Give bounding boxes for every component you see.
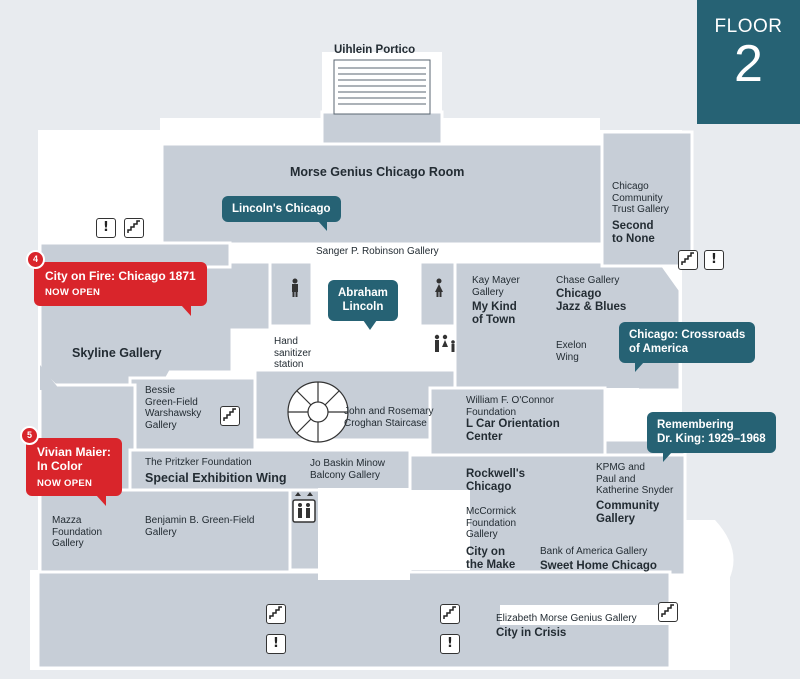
featured-number-5: 5	[20, 426, 39, 445]
floor-word: FLOOR	[714, 16, 783, 37]
featured-city-on-fire[interactable]: City on Fire: Chicago 1871 NOW OPEN	[34, 262, 207, 316]
elevator-icon	[292, 492, 316, 523]
label-morse-genius-gallery: Elizabeth Morse Genius Gallery	[496, 613, 637, 624]
special-exhibition-wing	[128, 448, 412, 494]
info-icon: !	[440, 634, 460, 654]
label-uihlein-portico: Uihlein Portico	[334, 44, 416, 56]
info-icon: !	[266, 634, 286, 654]
label-skyline-gallery: Skyline Gallery	[72, 346, 162, 360]
staircase-area	[253, 368, 457, 442]
featured-vivian-maier[interactable]: Vivian Maier: In Color NOW OPEN	[26, 438, 122, 507]
morse-genius-room	[160, 142, 604, 246]
stairs-icon	[220, 406, 240, 426]
callout-lincolns-chicago[interactable]: Lincoln's Chicago	[222, 196, 341, 232]
l-car-center	[428, 386, 607, 462]
second-to-none-gallery	[600, 130, 694, 268]
portico-stairs	[333, 59, 431, 115]
label-sanger-gallery: Sanger P. Robinson Gallery	[316, 246, 439, 257]
restroom-men-icon	[292, 278, 298, 297]
floor-number: 2	[734, 35, 763, 93]
label-chase-gallery: Chase Gallery	[556, 275, 620, 286]
label-bank-of-america: Bank of America Gallery	[540, 546, 648, 557]
label-sweet-home-chicago: Sweet Home Chicago	[540, 560, 657, 572]
stairs-icon	[266, 604, 286, 624]
stairs-icon	[678, 250, 698, 270]
family-restroom-icon	[434, 334, 455, 352]
voids	[318, 388, 680, 625]
info-icon: !	[96, 218, 116, 238]
stairs-icon	[658, 602, 678, 622]
label-special-exhibition-wing: Special Exhibition Wing	[145, 471, 287, 485]
stairs-icon	[124, 218, 144, 238]
info-icon: !	[704, 250, 724, 270]
restroom-women-icon	[435, 278, 443, 297]
featured-number-4: 4	[26, 250, 45, 269]
floor-badge: FLOOR 2	[697, 0, 800, 124]
label-morse-genius-room: Morse Genius Chicago Room	[290, 165, 465, 179]
spiral-staircase	[287, 381, 349, 443]
label-city-in-crisis: City in Crisis	[496, 627, 567, 639]
stairs-icon	[440, 604, 460, 624]
label-pritzker-foundation: The Pritzker Foundation	[145, 457, 252, 468]
